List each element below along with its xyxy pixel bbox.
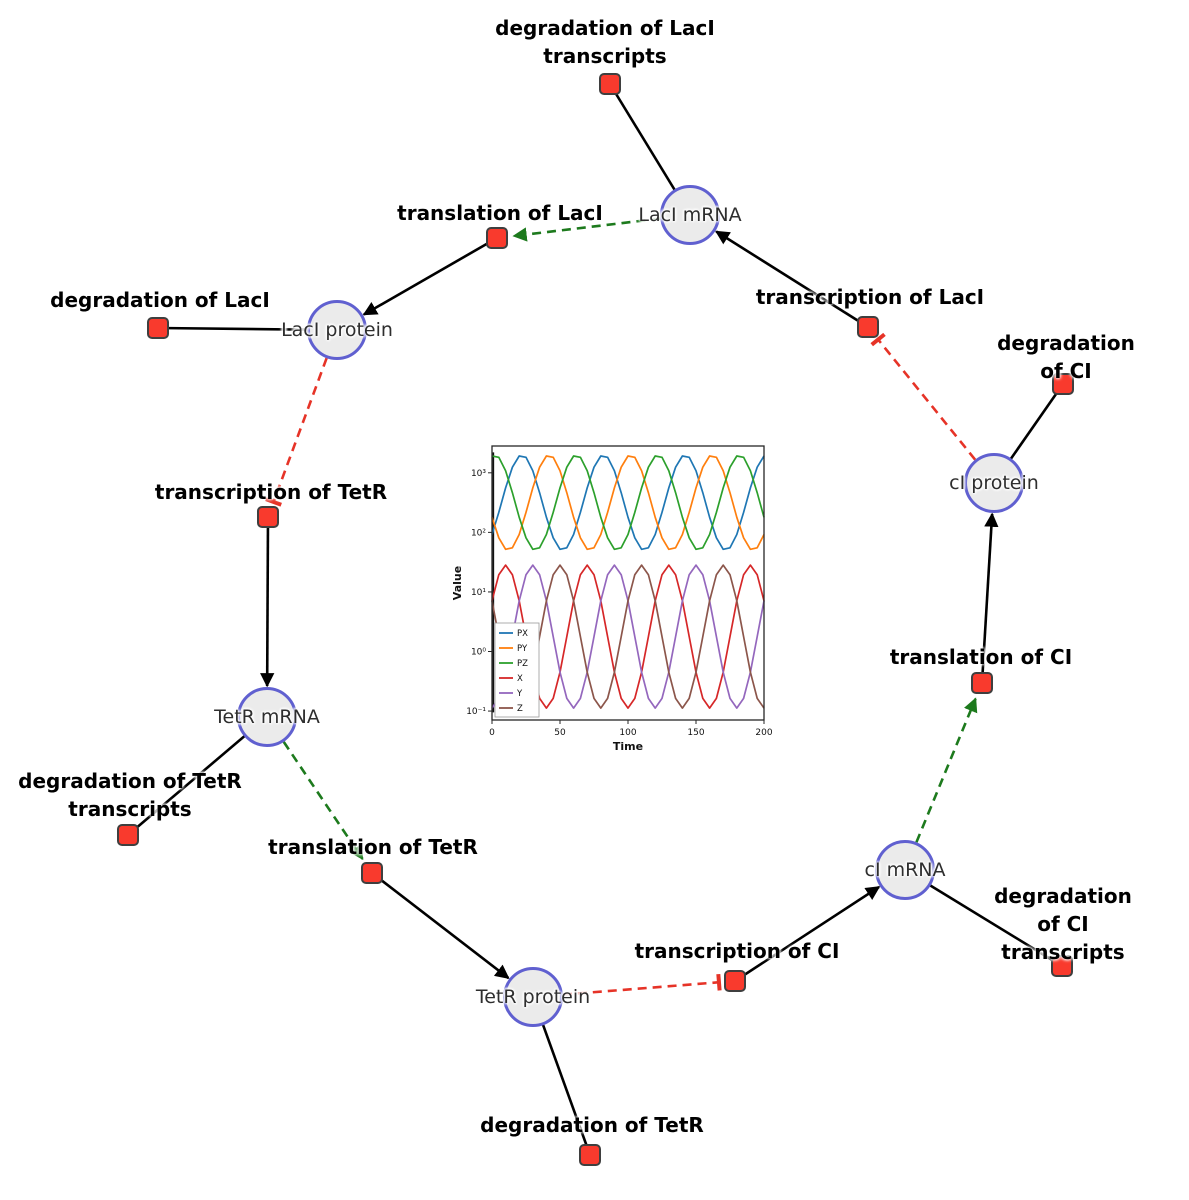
reaction-label-deg-tetr-transcripts: degradation of TetR transcripts (18, 769, 242, 821)
reaction-label-deg-tetr: degradation of TetR (480, 1113, 704, 1137)
reaction-node-deg-tetr[interactable] (579, 1144, 601, 1166)
species-node-laci-protein[interactable] (307, 300, 367, 360)
legend-label-X: X (517, 674, 523, 684)
species-label-laci-mrna: LacI mRNA (638, 204, 742, 226)
x-tick-label: 150 (687, 728, 704, 738)
legend-label-PZ: PZ (517, 659, 528, 669)
reaction-label-translation-ci: translation of CI (889, 645, 1073, 669)
species-node-ci-protein[interactable] (964, 453, 1024, 513)
edge-transcription-ci-to-ci-mrna (734, 885, 881, 983)
species-node-laci-mrna[interactable] (660, 185, 720, 245)
reaction-node-transcription-tetr[interactable] (257, 506, 279, 528)
x-tick-label: 200 (755, 728, 772, 738)
x-tick-label: 50 (554, 728, 566, 738)
reaction-node-deg-ci-transcripts[interactable] (1051, 955, 1073, 977)
y-tick-label: 10² (471, 528, 486, 538)
edge-tetr-mrna-to-translation-tetr (265, 716, 364, 861)
reaction-node-translation-ci[interactable] (971, 672, 993, 694)
reaction-node-translation-laci[interactable] (486, 227, 508, 249)
species-label-tetr-protein: TetR protein (475, 986, 591, 1008)
edge-translation-laci-to-laci-protein (362, 236, 498, 316)
reaction-node-deg-tetr-transcripts[interactable] (117, 824, 139, 846)
edge-transcription-laci-to-laci-mrna (715, 230, 869, 329)
series-line-PZ (491, 455, 765, 551)
legend-label-PX: PX (517, 629, 528, 639)
inset-chart-svg: Time Value 0 50 100 150 200 10⁻¹ 10⁰ 10¹ 10² 10³ P… (451, 445, 773, 753)
reaction-label-translation-tetr: translation of TetR (268, 835, 478, 859)
species-node-ci-mrna[interactable] (875, 840, 935, 900)
edge-translation-ci-to-ci-protein (980, 512, 999, 684)
series-line-PY (491, 455, 765, 551)
x-tick-label: 0 (489, 728, 495, 738)
reaction-node-deg-laci-transcripts[interactable] (599, 73, 621, 95)
species-label-ci-protein: cI protein (949, 472, 1039, 494)
y-tick-label: 10⁻¹ (466, 707, 486, 717)
reaction-label-deg-laci: degradation of LacI (50, 288, 270, 312)
edge-tetr-protein-to-transcription-ci (532, 973, 722, 999)
y-axis-label: Value (451, 566, 464, 600)
reaction-label-deg-ci: degradation of CI (997, 331, 1135, 383)
legend-label-PY: PY (517, 644, 528, 654)
reaction-label-deg-ci-transcripts: degradation of CI transcripts (994, 884, 1132, 964)
species-label-laci-protein: LacI protein (281, 319, 393, 341)
reaction-label-transcription-tetr: transcription of TetR (154, 480, 388, 504)
edge-laci-protein-to-transcription-tetr (265, 329, 339, 507)
reaction-label-translation-laci: translation of LacI (397, 201, 603, 225)
simulation-inset-chart: Time Value 0 50 100 150 200 10⁻¹ 10⁰ 10¹ 10² 10³ P… (450, 438, 773, 756)
species-node-tetr-protein[interactable] (503, 967, 563, 1027)
species-node-tetr-mrna[interactable] (237, 687, 297, 747)
reaction-node-deg-laci[interactable] (147, 317, 169, 339)
species-label-ci-mrna: cI mRNA (864, 859, 946, 881)
reaction-node-transcription-ci[interactable] (724, 970, 746, 992)
legend-box (494, 622, 540, 718)
reaction-node-translation-tetr[interactable] (361, 862, 383, 884)
edge-translation-tetr-to-tetr-protein (371, 871, 510, 980)
y-tick-label: 10⁰ (471, 648, 486, 658)
reaction-label-transcription-ci: transcription of CI (634, 939, 840, 963)
legend-label-Z: Z (517, 704, 523, 714)
y-tick-label: 10¹ (471, 588, 486, 598)
reaction-node-transcription-laci[interactable] (857, 316, 879, 338)
x-tick-label: 100 (619, 728, 636, 738)
species-label-tetr-mrna: TetR mRNA (214, 706, 320, 728)
x-axis-label: Time (613, 740, 643, 753)
reaction-label-transcription-laci: transcription of LacI (755, 285, 985, 309)
y-tick-label: 10³ (471, 469, 486, 479)
edge-ci-mrna-to-deg-ci-transcripts (904, 868, 1063, 968)
series-line-PX (491, 455, 765, 551)
legend-label-Y: Y (516, 689, 523, 699)
reaction-label-deg-laci-transcripts: degradation of LacI transcripts (495, 16, 715, 68)
reaction-node-deg-ci[interactable] (1052, 373, 1074, 395)
edge-transcription-tetr-to-tetr-mrna (260, 516, 275, 688)
